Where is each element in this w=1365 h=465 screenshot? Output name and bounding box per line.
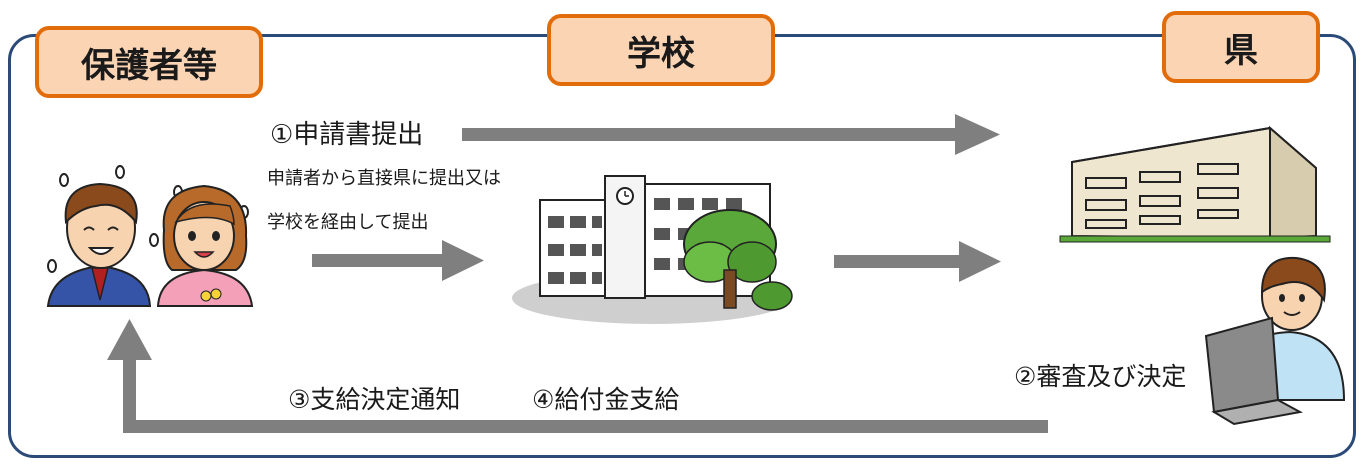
arrows — [107, 114, 1048, 433]
arrow-school-to-prefecture — [834, 241, 1001, 282]
arrow-guardian-to-school — [312, 240, 484, 281]
submission-note-line2: 学校を経由して提出 — [267, 212, 429, 233]
school-label: 学校 — [627, 33, 695, 74]
prefecture-label-box: 県 — [1162, 11, 1320, 83]
guardian-label: 保護者等 — [81, 45, 217, 86]
school-building-illustration — [512, 175, 793, 324]
arrow-return-to-guardian — [107, 319, 1048, 433]
guardian-label-box: 保護者等 — [35, 26, 263, 98]
step1-application-submission: ①申請書提出 — [270, 120, 424, 150]
staff-at-computer-illustration — [1204, 256, 1346, 426]
submission-note-line1: 申請者から直接県に提出又は — [267, 168, 501, 189]
parents-illustration — [46, 165, 254, 307]
step4-benefit-payment: ④給付金支給 — [532, 385, 680, 414]
step2-review-decision: ②審査及び決定 — [1014, 362, 1187, 391]
school-label-box: 学校 — [547, 14, 775, 86]
arrow-application-to-prefecture — [462, 114, 1000, 155]
prefecture-label: 県 — [1224, 30, 1258, 71]
step3-decision-notice: ③支給決定通知 — [288, 385, 461, 414]
prefectural-office-illustration — [1059, 125, 1331, 243]
